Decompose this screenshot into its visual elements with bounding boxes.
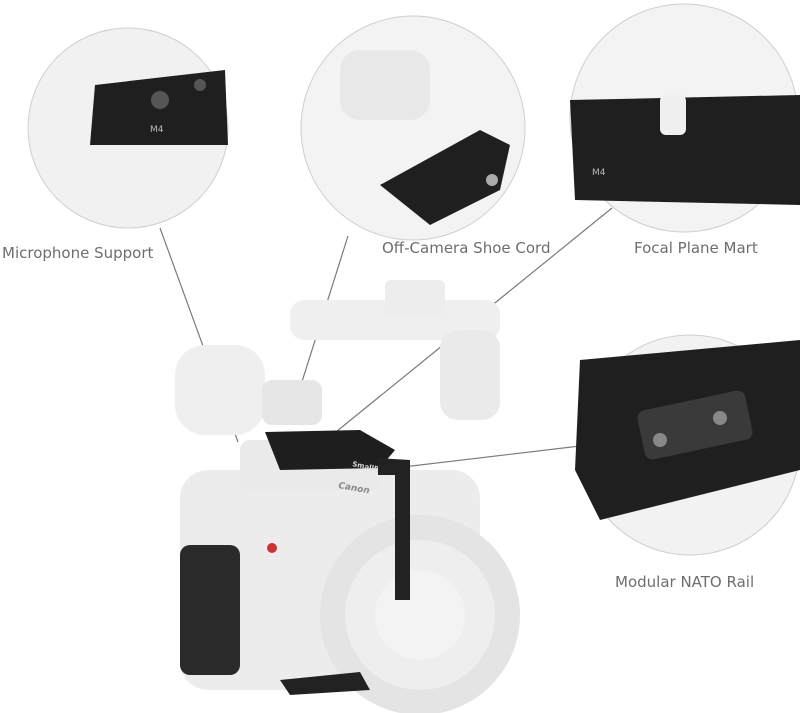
camera-illustration: SmallRig Canon — [175, 280, 520, 713]
m4-marking: M4 — [150, 125, 164, 135]
cage-bottom-plate — [280, 672, 370, 695]
cage-top-handle — [265, 430, 395, 470]
detail-circle-microphone-support: M4 — [27, 27, 229, 229]
callout-label-focal-plane: Focal Plane Mart — [634, 239, 758, 257]
m4-marking: M4 — [592, 168, 606, 178]
cage-left-plate — [180, 545, 240, 675]
detail-circle-shoe-cord — [300, 15, 526, 241]
callout-label-shoe-cord: Off-Camera Shoe Cord — [382, 239, 551, 257]
detail-circle-nato-rail — [575, 334, 800, 556]
detail-circle-focal-plane: M4 — [569, 3, 800, 233]
callout-label-microphone-support: Microphone Support — [2, 244, 154, 262]
callout-label-nato-rail: Modular NATO Rail — [615, 573, 755, 591]
leader-line-nato-rail — [377, 445, 581, 471]
cage-side-frame — [378, 458, 410, 600]
